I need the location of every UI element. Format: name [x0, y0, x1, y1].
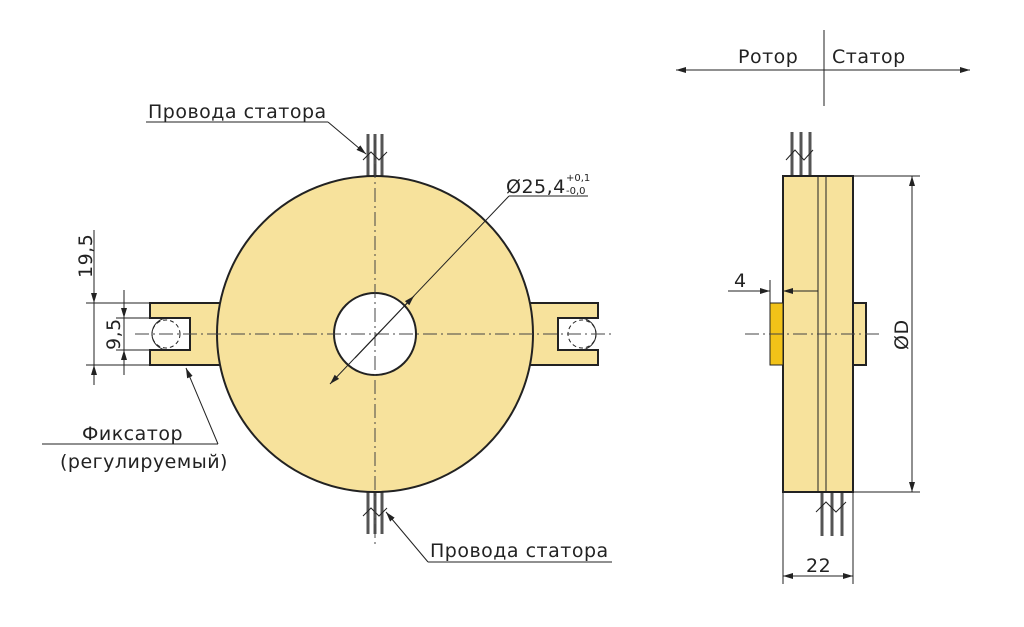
side-view: Ротор Статор [676, 30, 970, 584]
diameter-dimension: ØD [853, 175, 920, 493]
dim-4: 4 [734, 270, 747, 292]
side-wires-bottom [815, 492, 847, 536]
fixator-label-line2: (регулируемый) [60, 451, 228, 473]
dim-22: 22 [806, 555, 831, 577]
bore-dimension: Ø25,4 +0,1 -0,0 [329, 173, 590, 385]
rotor-stator-header: Ротор Статор [676, 30, 970, 106]
fixator-label-line1: Фиксатор [82, 423, 183, 445]
stator-wires-top-callout: Провода статора [146, 101, 367, 155]
stator-label: Статор [832, 46, 906, 68]
rotor-label: Ротор [738, 46, 798, 68]
shim-dimension: 4 [728, 270, 818, 303]
stator-wires-bottom-label: Провода статора [430, 540, 609, 562]
dim-9-5: 9,5 [103, 318, 125, 350]
stator-wires-top-label: Провода статора [148, 101, 327, 123]
front-view: Ø25,4 +0,1 -0,0 Провода статора Провода … [42, 101, 615, 563]
dim-phi-d: ØD [891, 319, 913, 350]
dim-19-5: 19,5 [75, 234, 97, 278]
fixator-dimensions: 19,5 9,5 [75, 230, 150, 385]
bore-diameter-label: Ø25,4 [506, 176, 566, 198]
thickness-dimension: 22 [782, 492, 854, 584]
fixator-callout: Фиксатор (регулируемый) [42, 367, 228, 473]
bore-tol-lower: -0,0 [566, 186, 586, 197]
side-wires-top [785, 132, 814, 176]
bore-tol-upper: +0,1 [566, 173, 590, 184]
stator-wires-bottom-callout: Провода статора [385, 511, 612, 563]
